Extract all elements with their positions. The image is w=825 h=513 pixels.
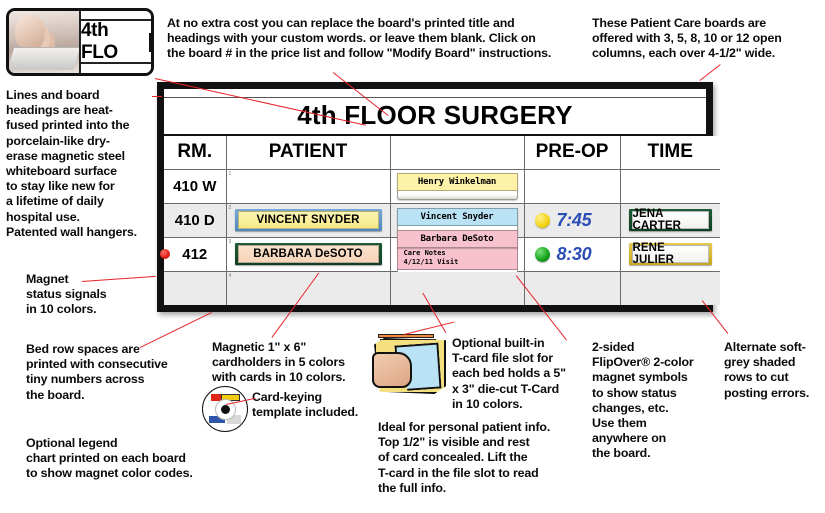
preop-time-label: 8:30 (556, 243, 592, 264)
cd-label-grey (227, 415, 241, 424)
status-magnet-red[interactable] (160, 249, 170, 259)
typed-title-value: 4th FLO (81, 20, 118, 63)
leader-line-shaded-to-row (701, 300, 729, 335)
tcard-notes: Care Notes 4/12/11 Visit (396, 247, 518, 270)
column-header-rm: RM. (164, 136, 227, 170)
tcard[interactable]: Barbara DeSoto (396, 229, 518, 248)
annotation-patented-hangers: Patented wall hangers. (6, 225, 137, 239)
time-cardholder[interactable]: JENA CARTER (628, 208, 712, 232)
tcard[interactable]: Henry Winkelman (396, 172, 518, 191)
time-name-card[interactable]: RENE JULIER (631, 242, 709, 266)
hands-on-keyboard-photo (9, 11, 79, 73)
typing-photo-thumbnail: 4th FLO (6, 8, 154, 76)
bed-row-number: 1 (228, 170, 232, 177)
column-header-time: TIME (620, 136, 720, 170)
patient-name-card[interactable]: VINCENT SNYDER (237, 211, 379, 229)
room-label: 412 (182, 245, 208, 263)
tcard-cell: Henry Winkelman (390, 169, 525, 204)
bed-row-number: 3 (228, 238, 232, 245)
annotation-magnet-signals: Magnet status signals in 10 colors. (26, 272, 107, 317)
title-entry-preview: 4th FLO (79, 11, 151, 73)
preop-cell (524, 169, 621, 204)
time-cardholder[interactable]: RENE JULIER (628, 242, 712, 266)
cd-label-yellow (221, 394, 240, 401)
preop-cell (524, 271, 621, 305)
status-magnet-yellow[interactable] (534, 212, 550, 228)
annotation-bed-row-numbers: Bed row spaces are printed with consecut… (26, 342, 168, 402)
status-magnet-green[interactable] (534, 246, 550, 262)
column-header-blank (390, 136, 525, 170)
room-label: 410 W (173, 177, 217, 195)
cd-hub (220, 404, 230, 414)
tcard-cell: Barbara DeSoto Care Notes 4/12/11 Visit (390, 229, 525, 279)
annotation-shaded-rows: Alternate soft- grey shaded rows to cut … (724, 340, 810, 400)
preop-cell: 7:45 (524, 203, 621, 238)
room-cell: 410 W (164, 169, 227, 204)
annotation-heat-fused: Lines and board headings are heat- fused… (6, 88, 130, 224)
cd-label-red (211, 394, 221, 401)
patient-name-card[interactable]: BARBARA DeSOTO (237, 245, 379, 263)
board-row: 410 D 2 VINCENT SNYDER Vincent Snyder (164, 203, 720, 238)
preop-time-label: 7:45 (556, 209, 592, 230)
board-title: 4th FLOOR SURGERY (164, 97, 706, 136)
annotation-flipover-magnets: 2-sided FlipOver® 2-color magnet symbols… (592, 340, 694, 461)
time-cell: RENE JULIER (620, 237, 720, 272)
room-cell: 410 D (164, 203, 227, 238)
board-row: 410 W 1 Henry Winkelman (164, 169, 720, 204)
tcard-slot[interactable]: Barbara DeSoto Care Notes 4/12/11 Visit (396, 229, 518, 279)
patient-cell: 1 (226, 169, 391, 204)
patient-cell: 3 BARBARA DeSOTO (226, 237, 391, 272)
annotation-tcard-slot: Optional built-in T-card file slot for e… (452, 336, 566, 411)
column-header-patient: PATIENT (226, 136, 391, 170)
board-grid: RM. PATIENT PRE-OP TIME 410 W 1 (160, 136, 720, 305)
patient-cell: 2 VINCENT SNYDER (226, 203, 391, 238)
tcard-cell (390, 271, 525, 305)
cd-label-blue (209, 416, 225, 423)
column-header-preop: PRE-OP (524, 136, 621, 170)
board-row: 412 3 BARBARA DeSOTO Barbara DeSoto Care (160, 229, 720, 279)
time-name-card[interactable]: JENA CARTER (631, 208, 709, 232)
tcard-pocket (396, 190, 518, 200)
time-cell: JENA CARTER (620, 203, 720, 238)
annotation-tcard-slot-continued: Ideal for personal patient info. Top 1/2… (378, 420, 551, 495)
text-caret-icon (149, 32, 151, 52)
cd-disc-icon (202, 386, 248, 432)
annotation-legend-chart: Optional legend chart printed on each bo… (26, 436, 193, 481)
hand-with-tcard-illustration (372, 332, 454, 404)
room-cell (164, 271, 227, 305)
room-label: 410 D (174, 211, 215, 229)
tcard[interactable]: Vincent Snyder (396, 207, 518, 226)
time-cell (620, 271, 720, 305)
room-cell: 412 (160, 237, 227, 272)
hand-icon (372, 352, 412, 388)
annotation-cardholders: Magnetic 1" x 6" cardholders in 5 colors… (212, 340, 346, 385)
leader-line-columns-to-board (699, 64, 721, 82)
tcard-slot[interactable]: Henry Winkelman (396, 172, 518, 200)
preop-cell: 8:30 (524, 237, 621, 272)
time-cell (620, 169, 720, 204)
patient-cardholder[interactable]: VINCENT SNYDER (234, 209, 382, 231)
annotation-custom-words: At no extra cost you can replace the boa… (167, 16, 552, 61)
header-row: RM. PATIENT PRE-OP TIME (164, 136, 720, 170)
bed-row-number: 4 (228, 272, 232, 279)
board-top-rule (164, 89, 706, 98)
patient-care-whiteboard: 4th FLOOR SURGERY RM. PATIENT PRE-OP TIM… (157, 82, 720, 312)
patient-cardholder[interactable]: BARBARA DeSOTO (234, 243, 382, 265)
leader-line-heatfused-to-board (152, 96, 162, 98)
board-row: 4 (164, 271, 720, 305)
bed-row-number: 2 (228, 204, 232, 211)
annotation-card-keying: Card-keying template included. (252, 390, 359, 420)
annotation-columns-offered: These Patient Care boards are offered wi… (592, 16, 782, 61)
